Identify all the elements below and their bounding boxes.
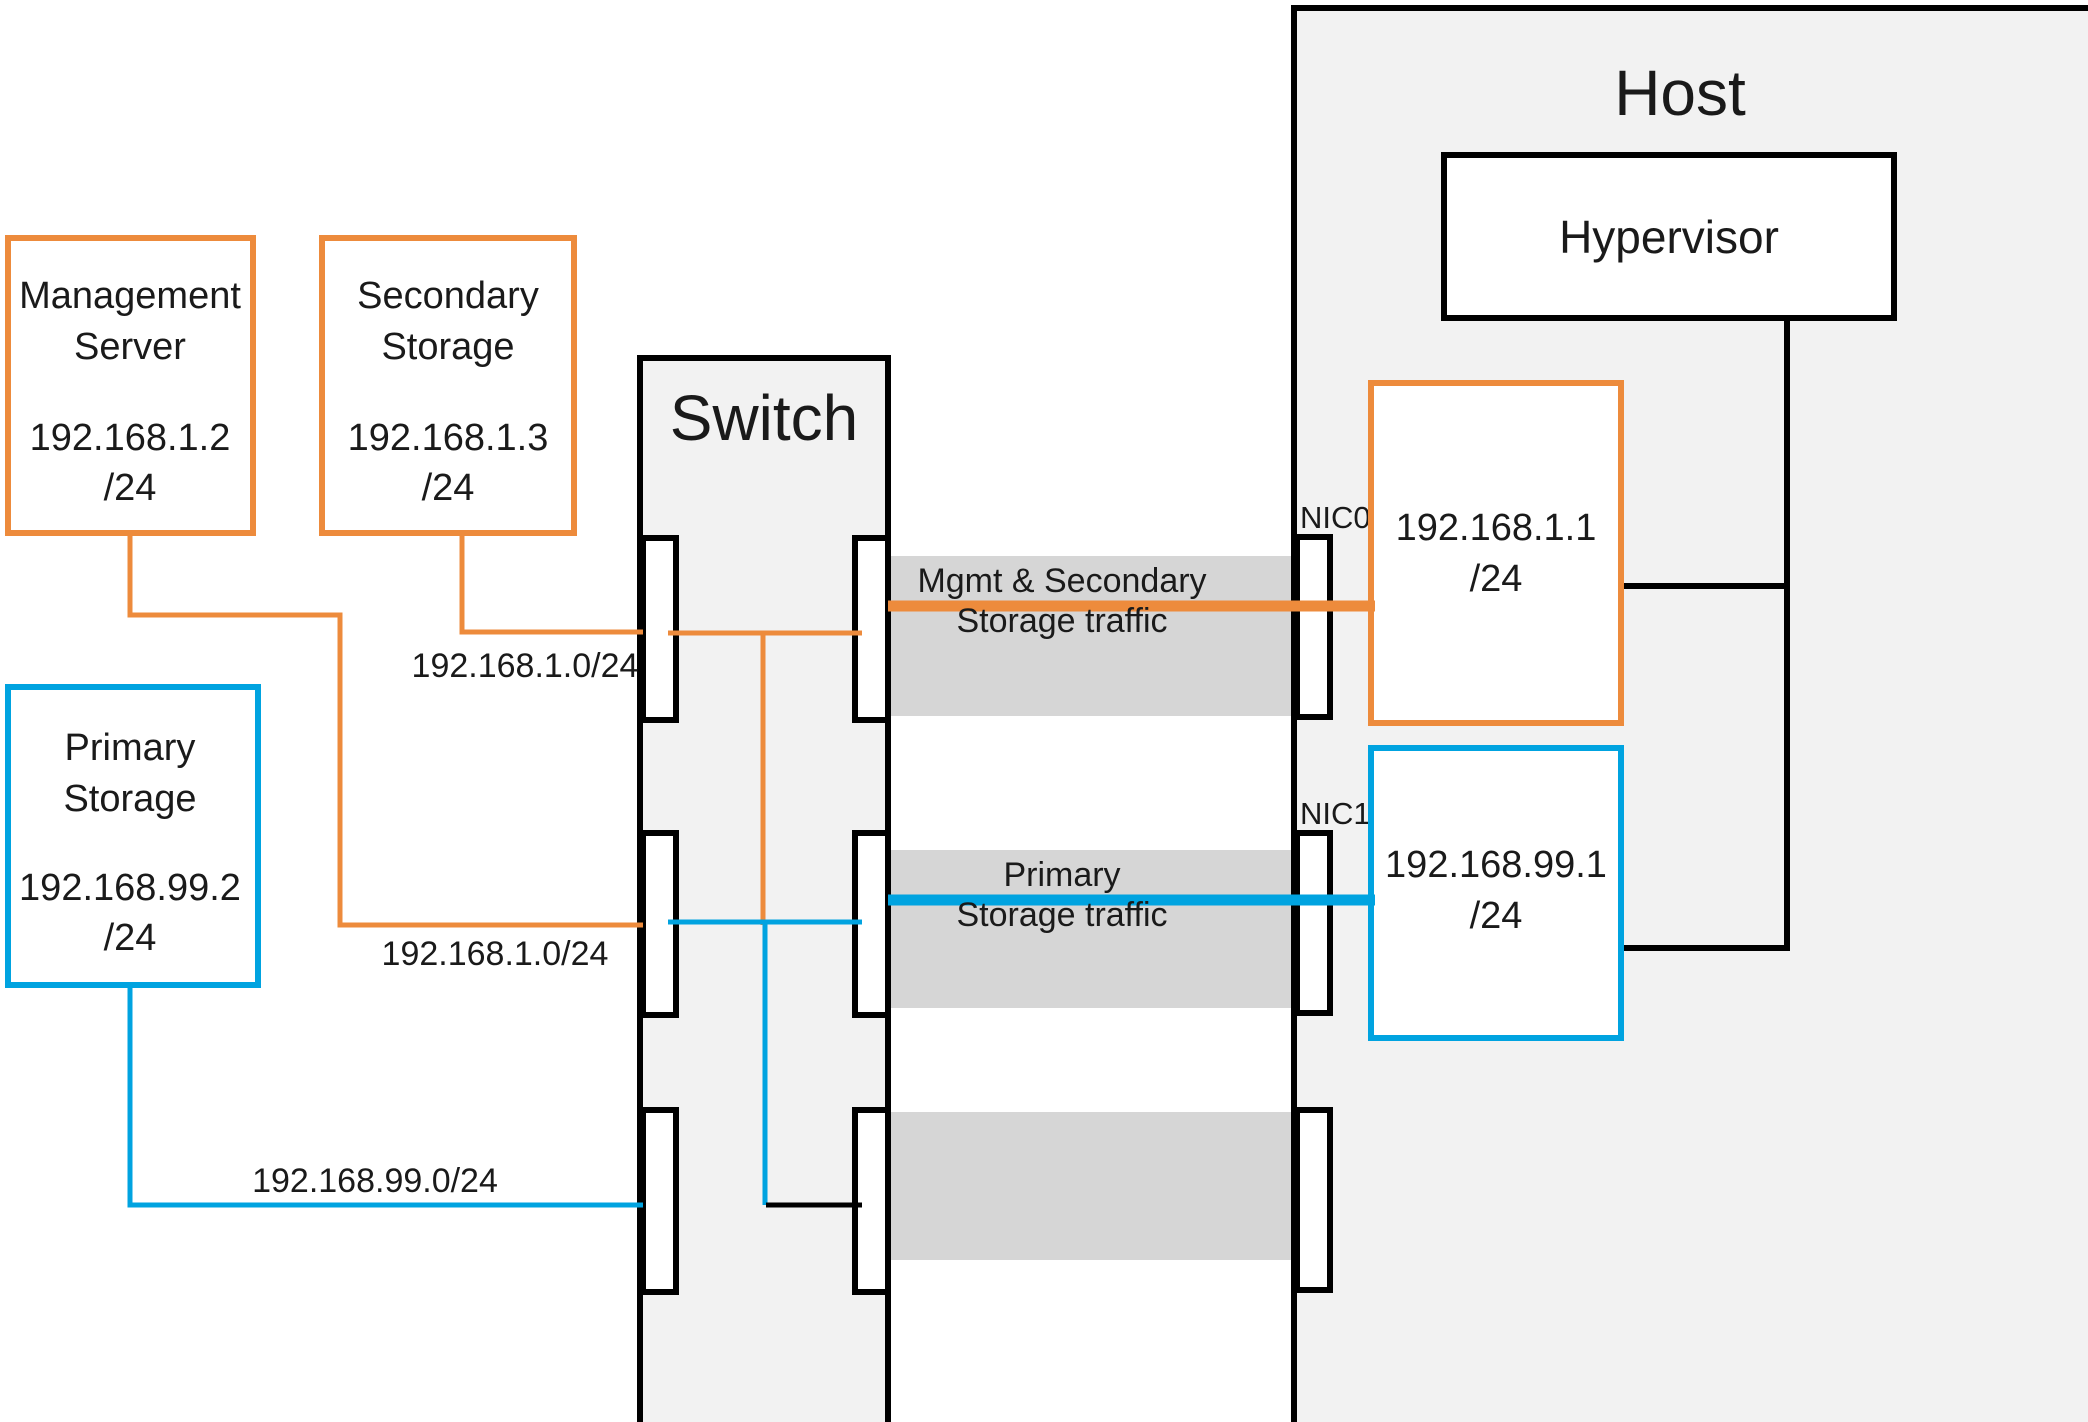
- secondary-storage-box: [319, 235, 577, 536]
- third-traffic-band: [890, 1112, 1294, 1260]
- host-mgmt-interface-ip: 192.168.1.1: [1396, 507, 1597, 549]
- switch-port-right-1: [852, 535, 891, 723]
- nic1-label: NIC1: [1300, 796, 1371, 831]
- cable-secondary-storage-to-switch: [459, 533, 643, 635]
- storage-network-label: 192.168.99.0/24: [252, 1162, 498, 1200]
- mgmt-traffic-label-line1: Mgmt & Secondary: [917, 562, 1206, 600]
- primary-traffic-band: [890, 850, 1294, 1008]
- switch-port-left-1: [640, 535, 679, 723]
- host-box: [1291, 5, 2088, 1422]
- mgmt-traffic-label-line2: Storage traffic: [956, 602, 1167, 640]
- primary-storage-box: [5, 684, 261, 988]
- mgmt-network-label-top: 192.168.1.0/24: [412, 647, 639, 685]
- primary-storage-mask: /24: [104, 917, 157, 959]
- mgmt-traffic-band: [890, 556, 1294, 716]
- switch-port-right-3: [852, 1107, 891, 1295]
- hypervisor-box: [1441, 152, 1897, 321]
- management-server-line1: Management: [19, 275, 241, 317]
- host-mgmt-interface-box: [1368, 380, 1624, 726]
- primary-storage-ip: 192.168.99.2: [19, 867, 241, 909]
- management-server-mask: /24: [104, 467, 157, 509]
- switch-label: Switch: [670, 382, 859, 454]
- management-server-box: [5, 235, 256, 536]
- switch-port-left-3: [640, 1107, 679, 1295]
- host-storage-interface-box: [1368, 745, 1624, 1041]
- secondary-storage-line1: Secondary: [357, 275, 539, 317]
- mgmt-network-label-bottom: 192.168.1.0/24: [382, 935, 609, 973]
- primary-traffic-label-line2: Storage traffic: [956, 896, 1167, 934]
- secondary-storage-line2: Storage: [381, 326, 514, 368]
- cable-management-server-to-switch: [127, 533, 643, 928]
- host-storage-interface-mask: /24: [1470, 895, 1523, 937]
- host-label: Host: [1614, 57, 1746, 129]
- secondary-storage-ip: 192.168.1.3: [348, 417, 549, 459]
- primary-traffic-label-line1: Primary: [1003, 856, 1120, 894]
- management-server-ip: 192.168.1.2: [30, 417, 231, 459]
- primary-storage-line1: Primary: [65, 727, 196, 769]
- host-nic0-port: [1294, 534, 1333, 720]
- secondary-storage-mask: /24: [422, 467, 475, 509]
- management-server-line2: Server: [74, 326, 186, 368]
- host-mgmt-interface-mask: /24: [1470, 558, 1523, 600]
- host-nic2-port: [1294, 1107, 1333, 1293]
- nic0-label: NIC0: [1300, 500, 1371, 535]
- cable-primary-storage-to-switch: [127, 985, 643, 1208]
- primary-storage-line2: Storage: [63, 778, 196, 820]
- host-nic1-port: [1294, 830, 1333, 1016]
- hypervisor-label: Hypervisor: [1559, 211, 1779, 263]
- host-storage-interface-ip: 192.168.99.1: [1385, 844, 1607, 886]
